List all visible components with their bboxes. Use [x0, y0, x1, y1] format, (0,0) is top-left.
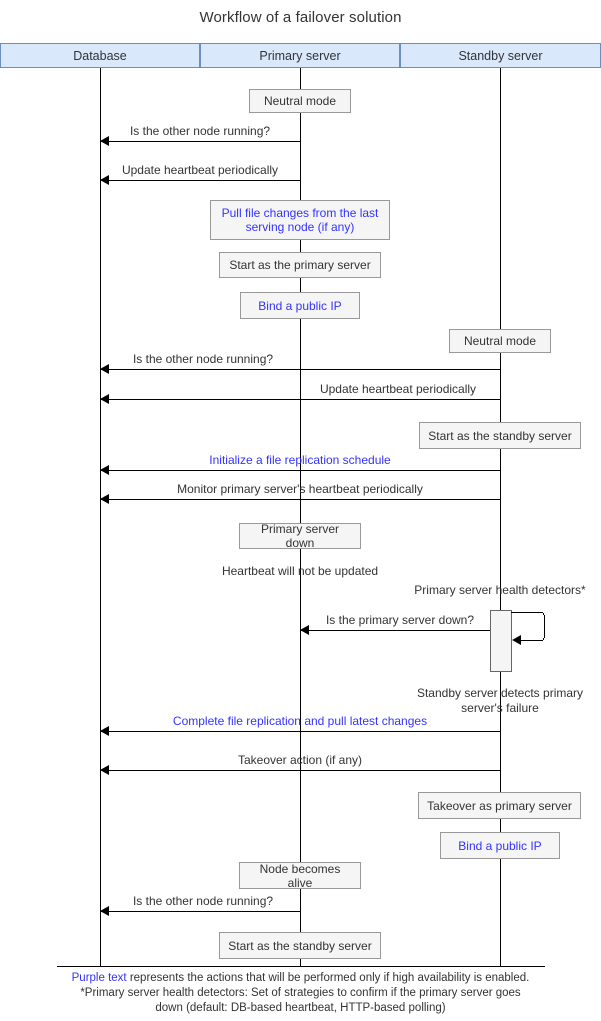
node-label: Start as the standby server: [428, 428, 572, 443]
message-label-is-other-node-running-2: Is the other node running?: [132, 352, 274, 366]
message-label-takeover-action: Takeover action (if any): [237, 753, 363, 767]
node-bind-public-ip-primary[interactable]: Bind a public IP: [240, 292, 360, 319]
node-start-as-standby-server-2[interactable]: Start as the standby server: [219, 932, 381, 959]
node-label: Start as the primary server: [229, 258, 371, 272]
arrowhead-icon: [100, 494, 109, 504]
self-loop-corner-bottom2: [539, 640, 543, 641]
lifeline-standby: [500, 68, 501, 966]
footer-line-3: down (default: DB-based heartbeat, HTTP-…: [155, 1002, 446, 1014]
message-line-initialize-file-replication: [100, 470, 500, 471]
node-label: Bind a public IP: [258, 298, 342, 313]
lifeline-primary: [300, 68, 301, 966]
footer-line-1-rest: represents the actions that will be perf…: [126, 972, 530, 984]
participant-label-standby: Standby server: [458, 48, 543, 63]
message-line-is-other-node-running-3: [100, 911, 300, 912]
participant-header-primary[interactable]: Primary server: [200, 43, 400, 68]
message-label-is-primary-server-down: Is the primary server down?: [325, 613, 475, 627]
message-label-initialize-file-replication: Initialize a file replication schedule: [209, 453, 391, 467]
node-takeover-as-primary-server[interactable]: Takeover as primary server: [418, 792, 581, 819]
node-label: Neutral mode: [263, 94, 337, 108]
node-label: Primary server down: [260, 522, 339, 550]
node-label: Start as the standby server: [228, 938, 372, 953]
message-line-update-heartbeat-2: [100, 399, 500, 400]
footer-divider: [57, 966, 545, 967]
node-label: Bind a public IP: [458, 838, 542, 853]
node-pull-file-changes[interactable]: Pull file changes from the last serving …: [210, 200, 390, 240]
note-primary-health-detectors: Primary server health detectors*: [414, 583, 586, 597]
participant-header-standby[interactable]: Standby server: [400, 43, 601, 68]
page-title: Workflow of a failover solution: [199, 9, 402, 26]
message-line-takeover-action: [100, 770, 500, 771]
activation-bar-standby[interactable]: [490, 610, 512, 672]
footer-line-2: *Primary server health detectors: Set of…: [80, 987, 521, 999]
lifeline-database: [100, 68, 101, 966]
arrowhead-icon: [100, 136, 109, 146]
node-label: Neutral mode: [463, 334, 537, 348]
self-loop-bottom-segment: [521, 640, 540, 641]
message-line-is-primary-server-down: [300, 630, 490, 631]
footer-highlight-purple-text: Purple text: [71, 972, 127, 984]
self-loop-corner-top2: [543, 613, 544, 615]
arrowhead-icon: [512, 635, 521, 645]
arrowhead-icon: [300, 625, 309, 635]
self-loop-top-segment: [511, 612, 541, 613]
message-label-monitor-heartbeat: Monitor primary server's heartbeat perio…: [177, 482, 423, 496]
message-label-is-other-node-running-3: Is the other node running?: [132, 894, 274, 908]
node-neutral-mode-standby[interactable]: Neutral mode: [449, 329, 551, 353]
note-heartbeat-not-updated: Heartbeat will not be updated: [221, 564, 379, 578]
message-label-complete-file-replication: Complete file replication and pull lates…: [172, 714, 428, 728]
arrowhead-icon: [100, 726, 109, 736]
self-loop-corner-bottom: [543, 638, 544, 640]
arrowhead-icon: [100, 175, 109, 185]
node-node-becomes-alive[interactable]: Node becomes alive: [239, 861, 361, 890]
arrowhead-icon: [100, 465, 109, 475]
arrowhead-icon: [100, 394, 109, 404]
arrowhead-icon: [100, 765, 109, 775]
note-standby-detects-failure: Standby server detects primary server's …: [416, 686, 584, 715]
message-line-update-heartbeat-1: [100, 180, 300, 181]
node-label: Node becomes alive: [259, 861, 341, 890]
self-loop-right-segment: [544, 615, 545, 638]
message-line-is-other-node-running-1: [100, 141, 300, 142]
self-loop-corner-top: [541, 612, 543, 613]
node-start-as-standby-server-1[interactable]: Start as the standby server: [419, 422, 581, 449]
footer-line-1: Purple text represents the actions that …: [0, 971, 601, 986]
message-label-update-heartbeat-2: Update heartbeat periodically: [319, 382, 477, 396]
participant-label-primary: Primary server: [259, 48, 341, 63]
message-line-is-other-node-running-2: [100, 369, 500, 370]
node-label: Takeover as primary server: [427, 798, 572, 813]
node-bind-public-ip-standby[interactable]: Bind a public IP: [440, 832, 560, 859]
message-line-monitor-heartbeat: [100, 499, 500, 500]
node-start-as-primary-server[interactable]: Start as the primary server: [219, 252, 381, 278]
message-label-update-heartbeat-1: Update heartbeat periodically: [121, 163, 279, 177]
message-line-complete-file-replication: [100, 731, 500, 732]
arrowhead-icon: [100, 906, 109, 916]
message-label-is-other-node-running-1: Is the other node running?: [129, 124, 271, 138]
node-label: Pull file changes from the last serving …: [221, 206, 379, 234]
self-loop-health-detector: [511, 612, 548, 642]
participant-header-database[interactable]: Database: [0, 43, 200, 68]
arrowhead-icon: [100, 364, 109, 374]
participant-label-database: Database: [73, 48, 127, 63]
node-primary-server-down[interactable]: Primary server down: [239, 522, 361, 550]
node-neutral-mode-primary[interactable]: Neutral mode: [249, 89, 351, 113]
